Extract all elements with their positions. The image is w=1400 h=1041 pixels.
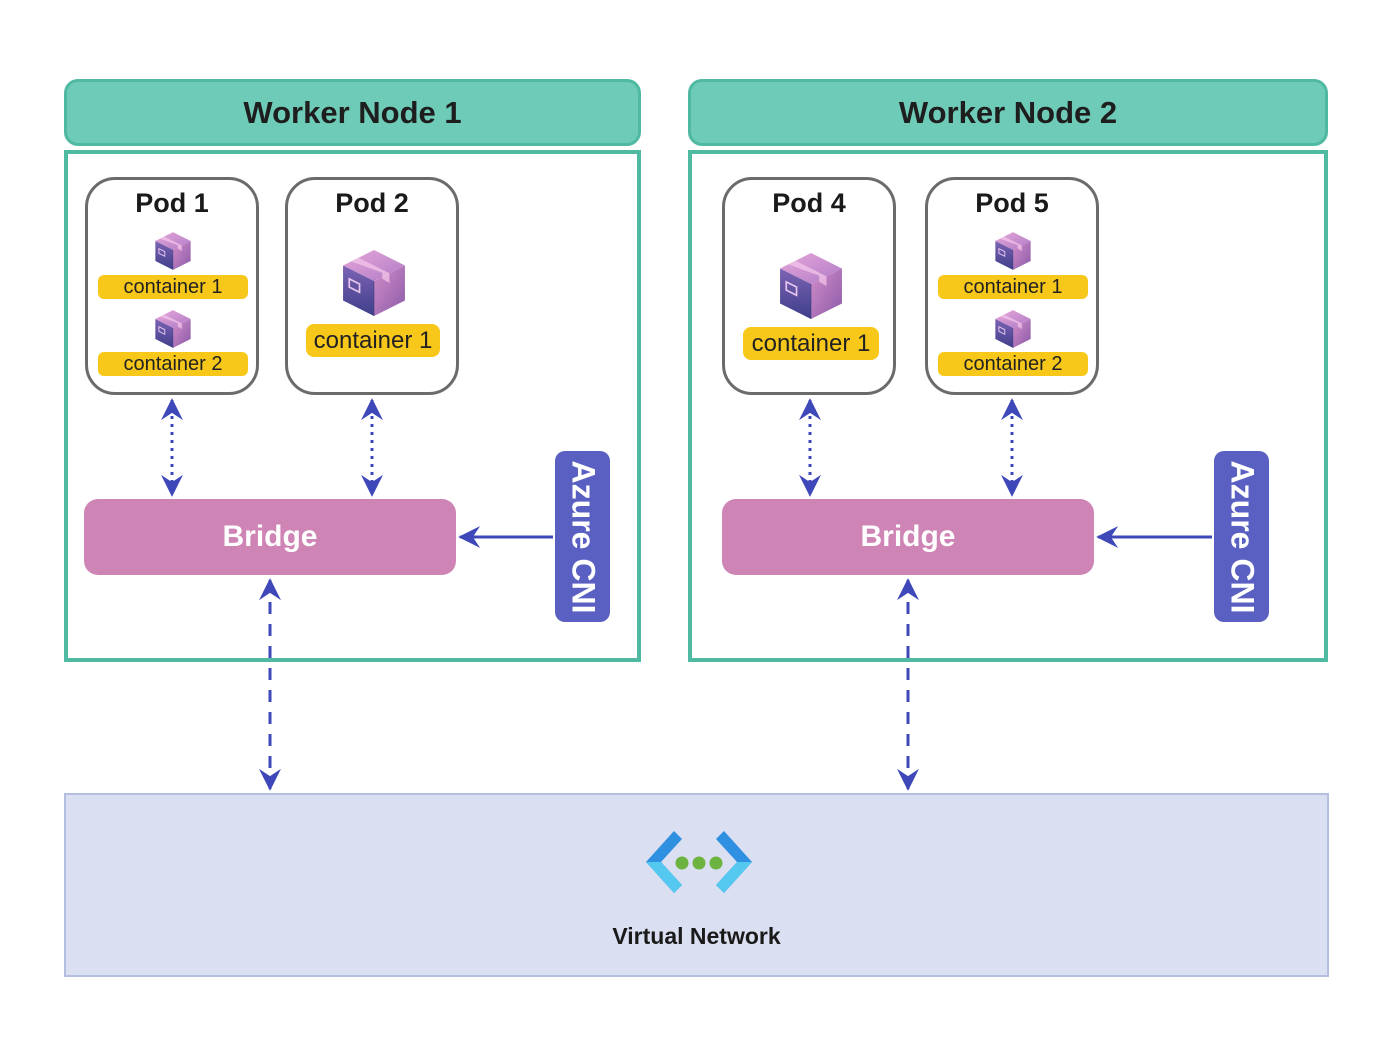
virtual-network-box: Virtual Network <box>64 793 1329 977</box>
bridge-1: Bridge <box>84 499 456 575</box>
bridge-2: Bridge <box>722 499 1094 575</box>
container-label: container 2 <box>938 352 1088 376</box>
pod-2-label: Pod 2 <box>335 188 409 218</box>
pod-2: Pod 2 container 1 <box>285 177 459 395</box>
worker-node-2-title: Worker Node 2 <box>898 94 1118 130</box>
azure-cni-2: Azure CNI <box>1214 451 1269 622</box>
pod-1: Pod 1 container 1 container 2 <box>85 177 259 395</box>
virtual-network-label: Virtual Network <box>612 923 781 949</box>
pod-4: Pod 4 container 1 <box>722 177 896 395</box>
bridge-2-label: Bridge <box>860 520 956 553</box>
worker-node-1-title: Worker Node 1 <box>243 94 462 130</box>
azure-cni-1: Azure CNI <box>555 451 610 622</box>
container-label: container 1 <box>938 275 1088 299</box>
pod-4-label: Pod 4 <box>772 188 846 218</box>
container-label: container 1 <box>306 324 440 357</box>
worker-node-1-header: Worker Node 1 <box>64 79 641 146</box>
pod-1-label: Pod 1 <box>135 188 209 218</box>
container-label: container 1 <box>98 275 248 299</box>
bridge-1-label: Bridge <box>222 520 318 553</box>
container-label: container 2 <box>98 352 248 376</box>
pod-5-label: Pod 5 <box>975 188 1049 218</box>
pod-5: Pod 5 container 1 container 2 <box>925 177 1099 395</box>
container-label: container 1 <box>743 327 879 360</box>
worker-node-2-header: Worker Node 2 <box>688 79 1328 146</box>
virtual-network-icon <box>646 831 752 893</box>
